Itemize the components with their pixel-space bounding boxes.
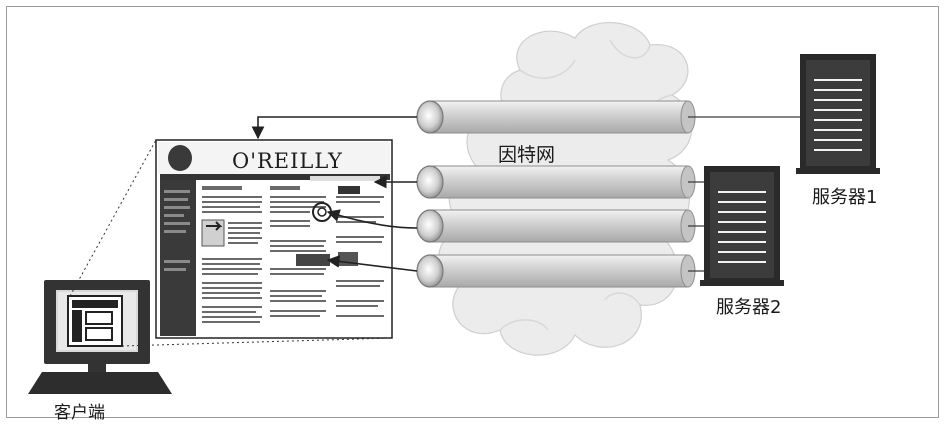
tarsier-logo-icon — [168, 145, 192, 171]
oreilly-logo-text: O'REILLY — [232, 149, 343, 173]
server-connections — [688, 116, 800, 272]
server-1-label: 服务器1 — [812, 187, 878, 208]
server-1-icon — [796, 54, 880, 174]
pipe-2 — [416, 165, 696, 199]
client-computer-icon — [28, 280, 172, 394]
pipe-3 — [416, 209, 696, 243]
client-label: 客户端 — [54, 403, 105, 423]
internet-label: 因特网 — [498, 144, 556, 166]
pipe-1 — [416, 100, 696, 134]
server-2-icon — [700, 166, 784, 286]
pipe-4 — [416, 254, 696, 288]
webpage-screenshot — [155, 139, 393, 339]
response-arrows — [251, 116, 418, 272]
server-2-label: 服务器2 — [716, 297, 782, 318]
zoom-lines — [69, 139, 393, 347]
